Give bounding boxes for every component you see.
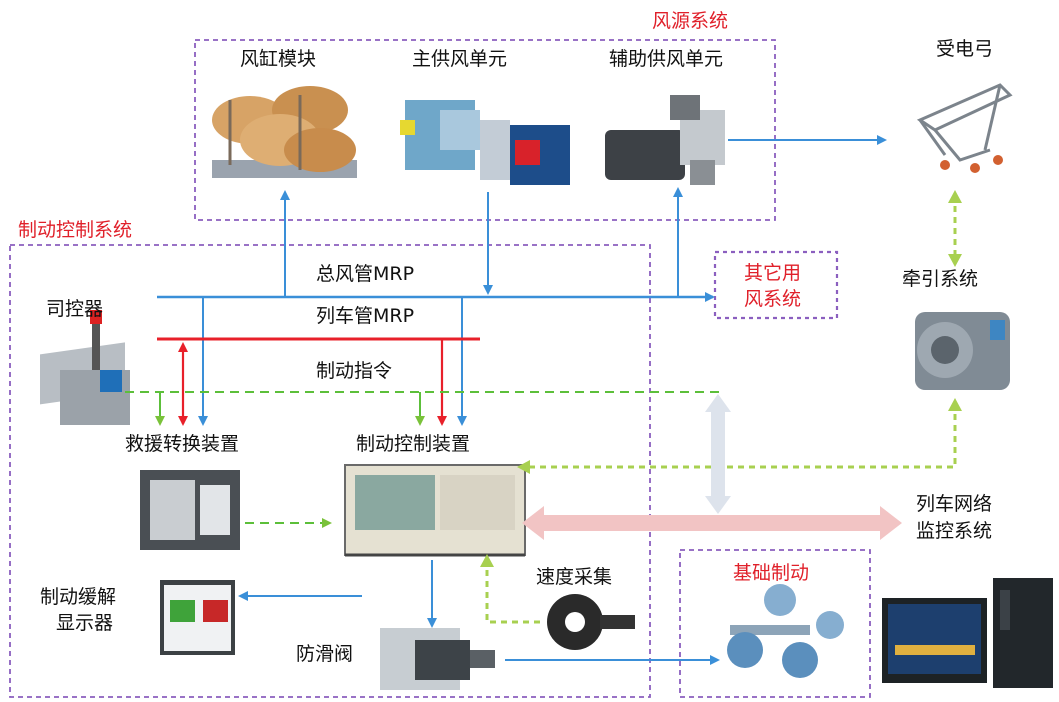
reservoir-module-label: 风缸模块: [240, 48, 317, 70]
main-air-supply-label: 主供风单元: [412, 48, 508, 70]
brake-release-label-line2: 显示器: [56, 612, 114, 634]
foundation-brake-image: [727, 584, 844, 678]
brake-release-display-image: [160, 580, 235, 655]
anti-skid-valve-label: 防滑阀: [296, 643, 354, 665]
aux-air-supply-image: [605, 95, 725, 185]
traction-system-label: 牵引系统: [902, 268, 979, 290]
rescue-device-label: 救援转换装置: [125, 433, 240, 455]
rescue-device-image: [140, 470, 240, 550]
network-horizontal-arrow: [522, 506, 902, 540]
train-network-label-line1: 列车网络: [916, 493, 993, 515]
brake-control-device-label: 制动控制装置: [356, 433, 471, 455]
main-reservoir-pipe-label: 总风管MRP: [316, 263, 415, 285]
speed-sensor-image: [547, 594, 635, 650]
brake-command-label: 制动指令: [316, 360, 393, 382]
speed-acquisition-label: 速度采集: [536, 566, 613, 588]
train-network-label-line2: 监控系统: [916, 520, 993, 542]
other-air-label-line1: 其它用: [744, 262, 802, 284]
pantograph-image: [916, 83, 1013, 173]
main-air-supply-image: [400, 100, 570, 185]
speed-to-control-line: [485, 558, 540, 624]
network-monitor-image: [882, 578, 1053, 688]
aux-air-supply-label: 辅助供风单元: [609, 48, 724, 70]
anti-skid-valve-image: [380, 628, 495, 690]
pantograph-label: 受电弓: [936, 38, 994, 60]
foundation-brake-boundary: [679, 549, 871, 698]
train-pipe-label: 列车管MRP: [316, 305, 415, 327]
wind-source-boundary: [194, 39, 776, 221]
wind-source-system-title: 风源系统: [652, 10, 729, 32]
brake-control-boundary: [9, 244, 651, 698]
brake-control-system-title: 制动控制系统: [18, 219, 133, 241]
foundation-brake-title: 基础制动: [733, 562, 810, 584]
master-controller-label: 司控器: [46, 298, 104, 320]
reservoir-module-image: [212, 86, 357, 178]
master-controller-image: [40, 310, 130, 425]
other-air-boundary: [713, 250, 839, 320]
traction-motor-image: [915, 312, 1010, 390]
other-air-label-line2: 风系统: [744, 288, 802, 310]
traction-to-control-line: [520, 403, 957, 469]
brake-release-label-line1: 制动缓解: [40, 586, 117, 608]
brake-control-device-image: [344, 464, 526, 557]
network-vertical-arrow: [705, 394, 731, 514]
